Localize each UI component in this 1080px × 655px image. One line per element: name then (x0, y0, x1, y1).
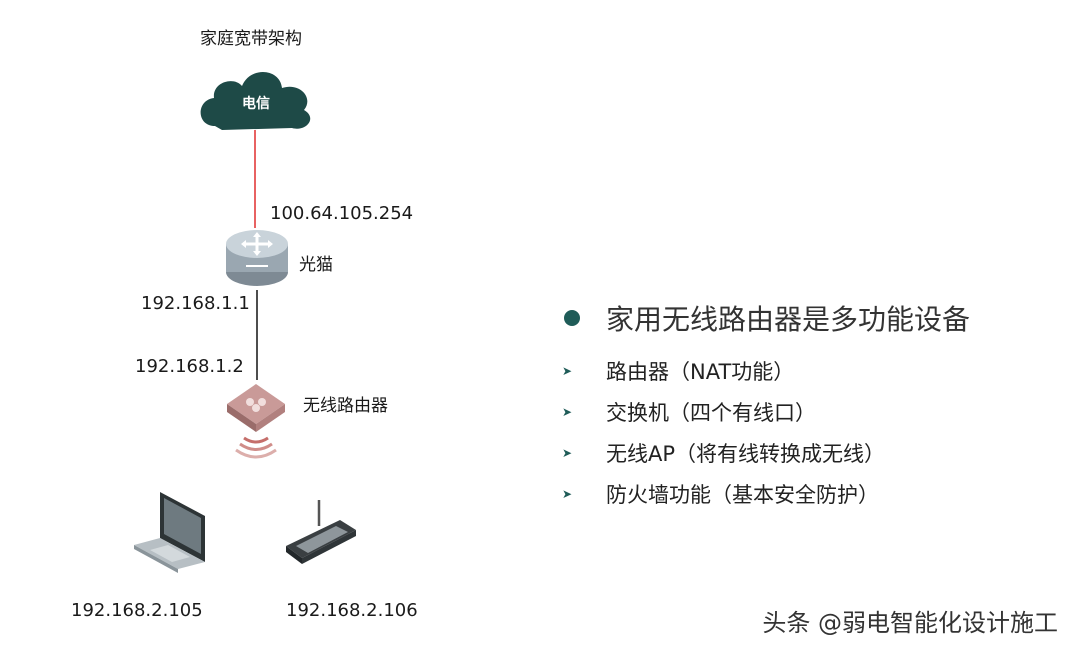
watermark: 头条 @弱电智能化设计施工 (762, 609, 1058, 637)
laptop-icon (134, 492, 205, 573)
feature-item-text: 交换机（四个有线口） (606, 400, 816, 425)
feature-item: ➤ 路由器（NAT功能） (560, 350, 970, 391)
feature-item: ➤ 交换机（四个有线口） (560, 391, 970, 432)
bullet-dot-icon (564, 310, 580, 326)
feature-item: ➤ 无线AP（将有线转换成无线） (560, 432, 970, 473)
feature-item-text: 防火墙功能（基本安全防护） (606, 482, 879, 507)
wireless-router-icon (227, 384, 285, 459)
modem-icon (226, 230, 288, 286)
arrow-bullet-icon: ➤ (562, 445, 573, 460)
modem-lan-ip: 192.168.1.1 (141, 293, 250, 314)
feature-heading: 家用无线路由器是多功能设备 (560, 298, 970, 338)
arrow-bullet-icon: ➤ (562, 486, 573, 501)
modem-label: 光猫 (299, 255, 333, 275)
feature-item: ➤ 防火墙功能（基本安全防护） (560, 473, 970, 514)
laptop-ip: 192.168.2.105 (71, 600, 203, 621)
feature-list: 家用无线路由器是多功能设备 ➤ 路由器（NAT功能） ➤ 交换机（四个有线口） … (560, 298, 970, 514)
arrow-bullet-icon: ➤ (562, 404, 573, 419)
feature-item-text: 路由器（NAT功能） (606, 359, 795, 384)
cloud-icon (200, 71, 311, 130)
arrow-bullet-icon: ➤ (562, 363, 573, 378)
router-label: 无线路由器 (303, 396, 388, 416)
modem-wan-ip: 100.64.105.254 (270, 203, 414, 224)
handheld-ip: 192.168.2.106 (286, 600, 418, 621)
diagram-title: 家庭宽带架构 (200, 29, 302, 49)
feature-item-text: 无线AP（将有线转换成无线） (606, 441, 886, 466)
network-diagram: 电信 光猫 无线路由器 (134, 71, 388, 573)
isp-label: 电信 (242, 95, 270, 112)
feature-heading-text: 家用无线路由器是多功能设备 (606, 303, 971, 336)
handheld-device-icon (286, 500, 356, 564)
router-wan-ip: 192.168.1.2 (135, 356, 244, 377)
